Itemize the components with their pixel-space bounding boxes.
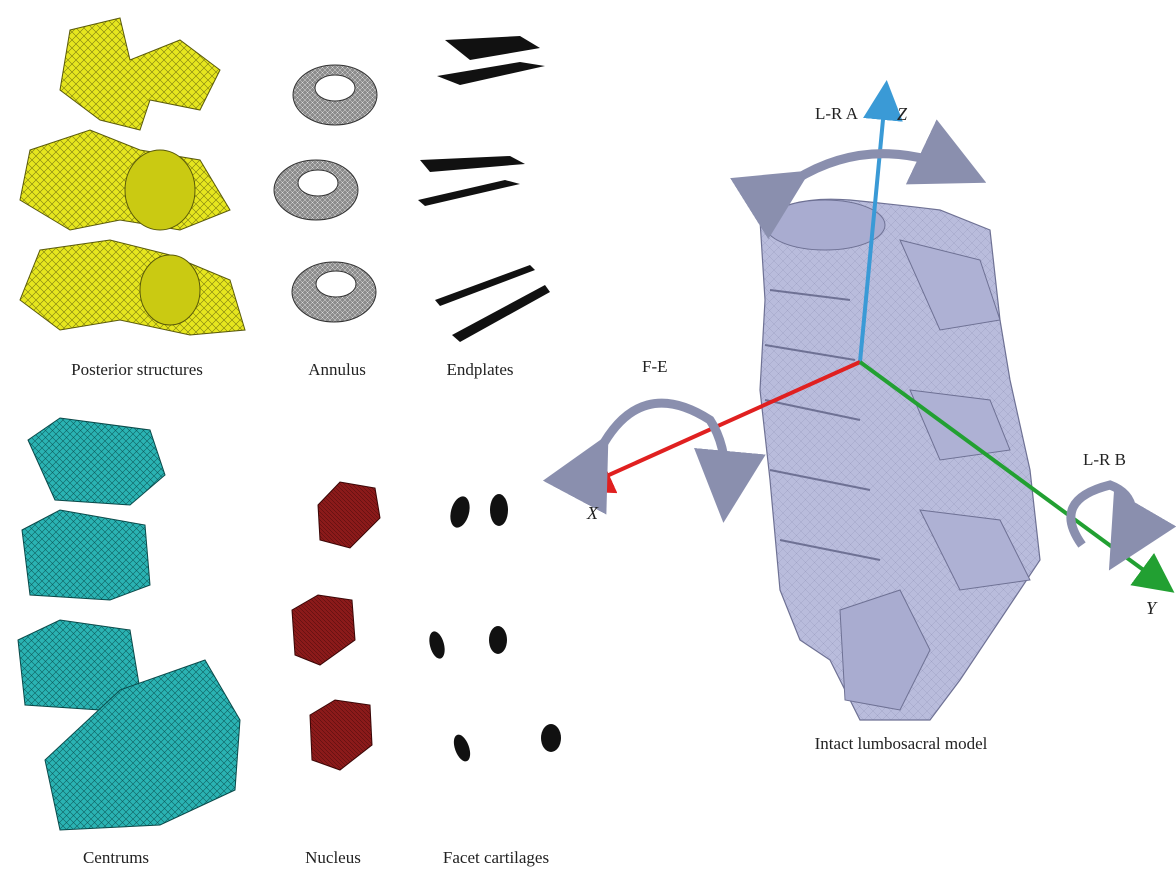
lrb-rotation-arrow [1071,485,1132,555]
endplates-label: Endplates [446,360,513,380]
nucleus-image [292,482,380,770]
y-axis-label: Y [1146,598,1156,619]
facet-cartilages-image [427,494,561,764]
lumbosacral-model-image [760,199,1040,720]
annulus-label: Annulus [308,360,366,380]
lra-label: L-R A [815,104,858,124]
posterior-structures-label: Posterior structures [71,360,203,380]
lra-rotation-arrow [795,154,970,180]
annulus-image [274,65,377,322]
centrums-label: Centrums [83,848,149,868]
fe-label: F-E [642,357,668,377]
endplates-image [418,36,550,342]
model-label: Intact lumbosacral model [815,734,988,754]
nucleus-label: Nucleus [305,848,361,868]
z-axis-label: Z [897,104,907,125]
fe-rotation-arrow [600,403,726,505]
lrb-label: L-R B [1083,450,1126,470]
x-axis-label: X [587,503,598,524]
facet-cartilages-label: Facet cartilages [443,848,549,868]
centrums-image [18,418,240,830]
posterior-structures-image [6,10,254,350]
